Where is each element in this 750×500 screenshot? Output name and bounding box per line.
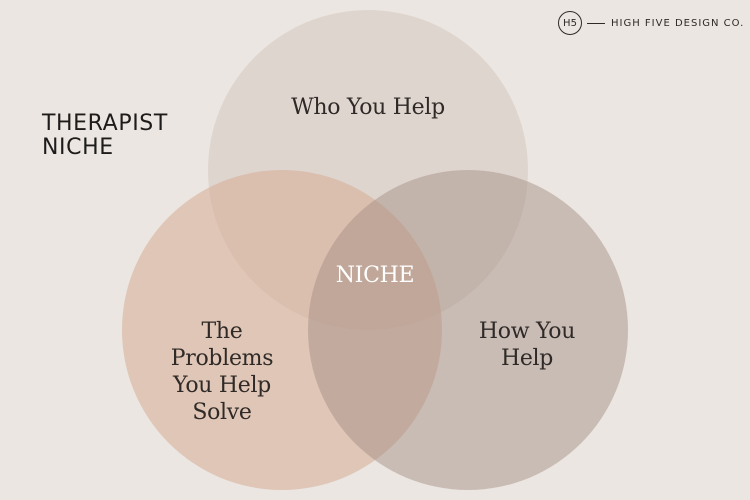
circle-problems-you-help-solve <box>122 170 442 490</box>
label-problems-you-help-solve: The Problems You Help Solve <box>152 318 292 426</box>
label-line: Help <box>500 346 554 371</box>
brand-logo: H5 HIGH FIVE DESIGN CO. <box>558 11 744 35</box>
label-how-you-help: How You Help <box>442 318 612 372</box>
label-who-you-help: Who You Help <box>268 94 468 121</box>
label-line: Who You Help <box>291 95 445 120</box>
label-line: Solve <box>192 400 252 425</box>
circle-how-you-help <box>308 170 628 490</box>
label-line: You Help <box>173 373 271 398</box>
page-title-line-1: THERAPIST <box>42 111 168 136</box>
center-label-niche: NICHE <box>335 263 415 288</box>
label-line: Problems <box>170 346 274 371</box>
brand-mark-icon: H5 <box>558 11 582 35</box>
brand-name: HIGH FIVE DESIGN CO. <box>611 17 745 29</box>
label-line: How You <box>478 319 576 344</box>
label-line: The <box>201 319 243 344</box>
brand-rule-divider <box>587 22 605 24</box>
page-title-line-2: NICHE <box>42 135 114 160</box>
